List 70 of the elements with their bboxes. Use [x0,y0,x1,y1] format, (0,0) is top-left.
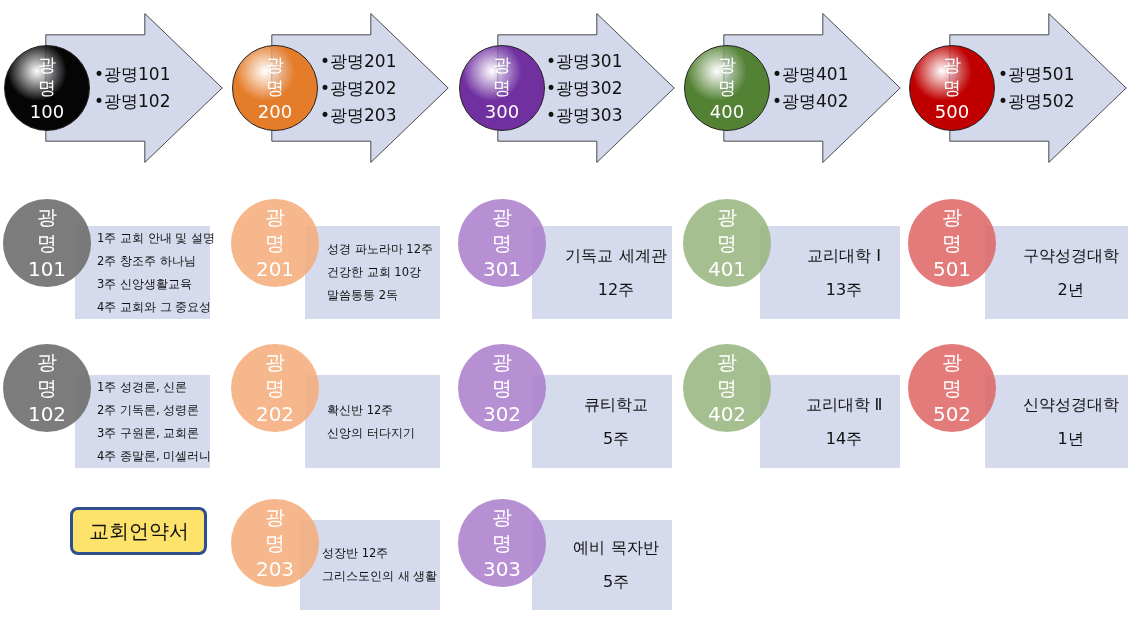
course-box [532,520,672,610]
course-badge: 광명 102 [3,344,91,432]
course-text: 성경 파노라마 12주 [327,241,433,258]
level-badge: 광명 500 [909,45,995,131]
course-text: 13주 [825,278,863,301]
level-badge: 광명 200 [232,45,318,131]
course-badge: 광명 501 [908,199,996,287]
list-item: •광명303 [546,103,623,127]
course-text: 예비 목자반 [573,537,659,559]
course-badge: 광명 201 [231,199,319,287]
course-text: 1년 [1057,427,1084,450]
level-badge: 광명 100 [4,45,90,131]
course-badge: 광명 302 [458,344,546,432]
course-box [532,226,672,319]
course-box [305,226,440,319]
list-item: •광명301 [546,49,623,73]
course-badge: 광명 502 [908,344,996,432]
list-item: •광명102 [94,90,171,113]
course-text: 2주 창조주 하나님 [97,252,196,270]
course-text: 기독교 세계관 [565,244,667,267]
course-badge: 광명 401 [683,199,771,287]
list-item: •광명203 [320,103,397,127]
course-box [75,375,210,468]
course-text: 3주 신앙생활교육 [97,275,192,293]
course-text: 신약성경대학 [1022,393,1119,416]
course-box [532,375,672,468]
list-item: •광명502 [998,90,1075,113]
course-text: 구약성경대학 [1022,244,1119,267]
course-text: 2주 기독론, 성령론 [97,401,200,419]
course-text: 건강한 교회 10강 [327,264,421,281]
course-text: 1주 성경론, 신론 [97,378,188,396]
course-badge: 광명 203 [231,499,319,587]
course-text: 3주 구원론, 교회론 [97,424,200,442]
course-text: 5주 [602,571,630,593]
list-item: •광명401 [772,63,849,86]
label-box: 교회언약서 [70,507,207,555]
list-item: •광명101 [94,63,171,86]
course-badge: 광명 101 [3,199,91,287]
course-text: 5주 [602,427,630,450]
course-badge: 광명 202 [231,344,319,432]
course-box [305,375,440,468]
course-box [760,375,900,468]
course-text: 확신반 12주 [327,401,394,419]
course-text: 교리대학 Ⅱ [805,393,883,416]
course-text: 말씀통통 2독 [327,287,398,304]
course-badge: 광명 303 [458,499,546,587]
course-badge: 광명 402 [683,344,771,432]
list-item: •광명201 [320,49,397,73]
course-text: 4주 교회와 그 중요성 [97,298,212,316]
course-text: 큐티학교 [584,393,648,416]
course-box [300,520,440,610]
course-text: 신앙의 터다지기 [327,424,415,442]
course-text: 4주 종말론, 미셀러니 [97,447,212,465]
list-item: •광명402 [772,90,849,113]
course-text: 그리스도인의 새 생활 [322,568,438,585]
level-badge: 광명 400 [684,45,770,131]
course-text: 1주 교회 안내 및 설명 [97,229,215,247]
course-badge: 광명 301 [458,199,546,287]
list-item: •광명202 [320,76,397,100]
list-item: •광명302 [546,76,623,100]
course-text: 2년 [1057,278,1084,301]
course-text: 교리대학 Ⅰ [807,244,881,267]
course-box [985,375,1128,468]
list-item: •광명501 [998,63,1075,86]
course-text: 성장반 12주 [322,545,389,562]
level-badge: 광명 300 [459,45,545,131]
course-text: 12주 [597,278,635,301]
course-text: 14주 [825,427,863,450]
course-box [760,226,900,319]
course-box [985,226,1128,319]
